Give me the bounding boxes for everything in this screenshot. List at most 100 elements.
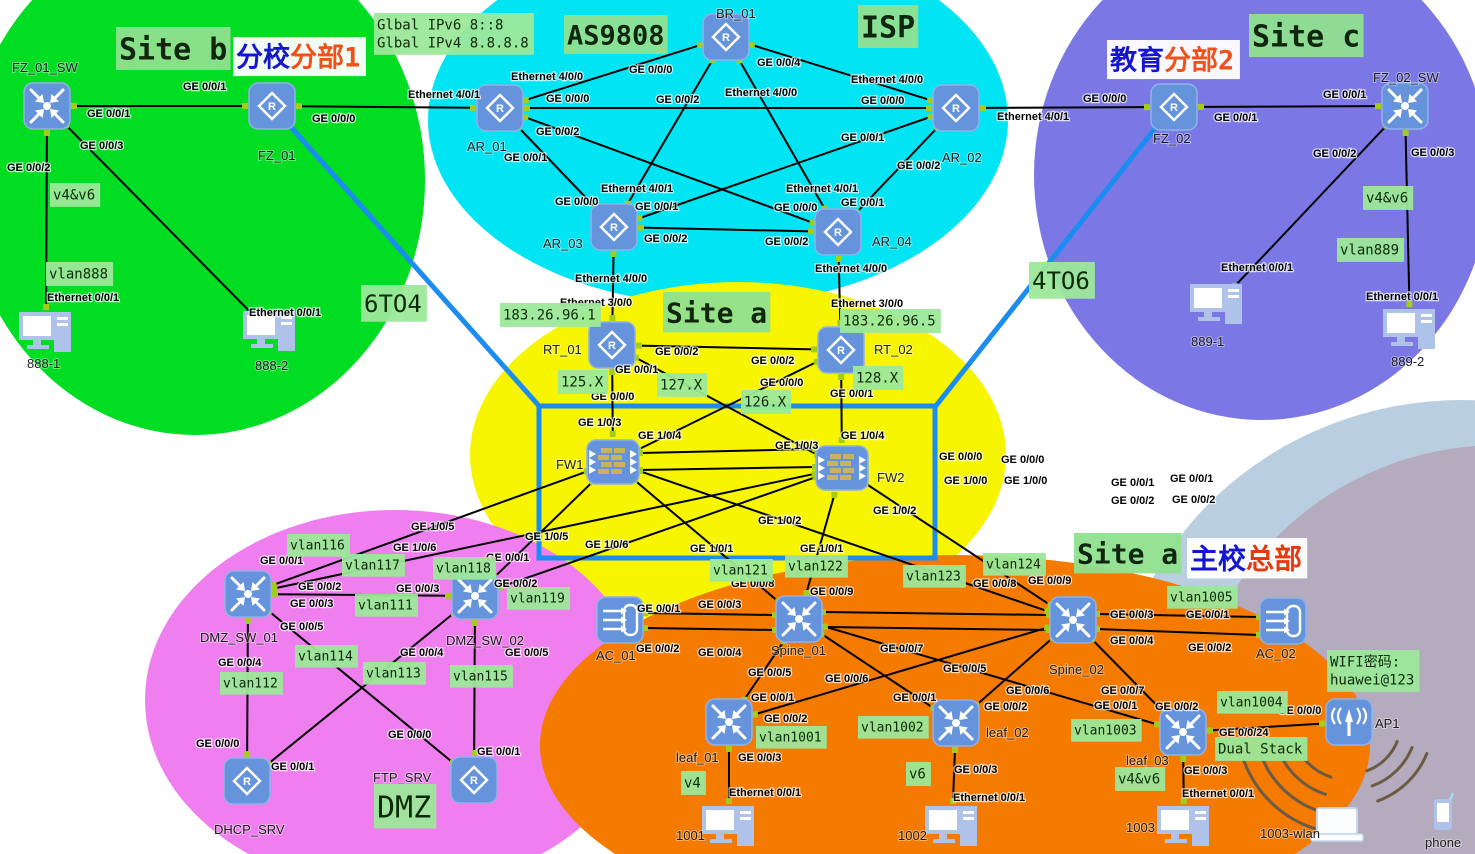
node-br01[interactable]: R — [702, 13, 750, 61]
port-label: Ethernet 4/0/0 — [725, 87, 797, 99]
node-spine02[interactable] — [1049, 596, 1097, 644]
port-dot — [726, 746, 732, 752]
green-label: 125.X — [561, 375, 604, 391]
green-label-bg — [741, 390, 792, 414]
green-label: WIFI密码:huawei@123 — [1330, 654, 1414, 689]
port-label: GE 0/0/0 — [760, 377, 803, 389]
port-label: GE 0/0/6 — [1006, 685, 1049, 697]
node-label-dmzsw1: DMZ_SW_01 — [200, 630, 278, 645]
port-dot — [811, 470, 818, 477]
port-label: Ethernet 0/0/1 — [1221, 262, 1293, 274]
node-fz01[interactable]: R — [248, 82, 296, 130]
green-label-bg — [500, 303, 601, 327]
wifi-signal-arc — [1370, 745, 1414, 788]
port-label: GE 0/0/4 — [698, 647, 742, 659]
port-label: GE 0/0/1 — [260, 555, 303, 567]
port-dot — [609, 431, 616, 438]
green-label-bg — [287, 534, 350, 557]
node-leaf03[interactable] — [1159, 708, 1207, 756]
node-ap1[interactable] — [1325, 698, 1373, 746]
node-fw1[interactable] — [586, 439, 640, 485]
node-rt01[interactable]: R — [588, 321, 636, 369]
port-dot — [812, 464, 818, 470]
port-label: GE 0/0/1 — [615, 364, 658, 376]
port-dot — [471, 750, 478, 757]
port-dot — [803, 590, 810, 597]
node-label-dhcp: DHCP_SRV — [214, 822, 285, 837]
port-label: GE 1/0/3 — [578, 417, 621, 429]
node-leaf01[interactable] — [705, 698, 753, 746]
node-ar03[interactable]: R — [590, 203, 638, 251]
node-dmzsw1[interactable] — [224, 570, 272, 618]
node-rt02[interactable]: R — [817, 326, 865, 374]
region-title: Site b — [119, 33, 227, 68]
port-label: GE 0/0/5 — [280, 621, 323, 633]
node-fz02[interactable]: R — [1150, 83, 1198, 131]
green-label-bg — [363, 662, 426, 685]
link-fw1-dmzsw2 — [493, 480, 594, 578]
node-pc8881[interactable] — [19, 312, 71, 352]
green-label: vlan112 — [223, 677, 278, 692]
node-ar02[interactable]: R — [932, 84, 980, 132]
node-ac02[interactable] — [1259, 597, 1307, 645]
node-ar04[interactable]: R — [814, 208, 862, 256]
node-pc1001[interactable] — [702, 806, 754, 846]
node-phone[interactable] — [1434, 792, 1455, 830]
port-dot — [609, 315, 616, 322]
green-label-bg — [220, 672, 283, 695]
node-ftp[interactable]: R — [450, 756, 498, 804]
port-label: GE 0/0/0 — [774, 202, 817, 214]
port-label: Ethernet 0/0/1 — [249, 307, 321, 319]
node-pc1003[interactable] — [1157, 806, 1209, 846]
port-label: GE 0/0/1 — [635, 201, 678, 213]
node-ac01[interactable] — [596, 596, 644, 644]
node-fz02sw[interactable] — [1381, 82, 1429, 130]
port-label: GE 0/0/3 — [1184, 765, 1227, 777]
link-spine01-leaf02 — [820, 633, 935, 709]
port-label: GE 0/0/2 — [1111, 495, 1154, 507]
port-dot — [751, 711, 758, 718]
node-label-fw1: FW1 — [556, 457, 583, 472]
port-label: GE 0/0/2 — [765, 236, 808, 248]
link-pair-43 — [822, 626, 1050, 631]
link-fz02sw-pc8891 — [1234, 124, 1388, 287]
port-label: GE 0/0/2 — [1172, 494, 1215, 506]
node-leaf02[interactable] — [932, 699, 980, 747]
node-spine01[interactable] — [775, 595, 823, 643]
green-label-bg — [1029, 262, 1095, 299]
port-dot — [1046, 612, 1052, 618]
node-wlan1003[interactable] — [1310, 807, 1364, 842]
link-dmzsw1-ftp — [268, 610, 454, 764]
port-label: GE 1/0/0 — [944, 475, 987, 487]
green-label: vlan1002 — [861, 721, 924, 736]
link-br01-ar02 — [751, 44, 931, 101]
port-dot — [821, 623, 828, 630]
node-dmzsw2[interactable] — [451, 572, 499, 620]
wifi-signal-arc — [1242, 758, 1316, 831]
node-pc8892[interactable] — [1383, 309, 1435, 349]
node-pc1002[interactable] — [925, 806, 977, 846]
green-label-bg — [858, 716, 929, 739]
link-ar01-ar04 — [525, 116, 813, 224]
node-dhcp[interactable]: R — [223, 757, 271, 805]
node-label-pc1003: 1003 — [1126, 820, 1155, 835]
green-label: vlan1004 — [1220, 696, 1283, 711]
port-label: GE 0/0/3 — [1411, 147, 1454, 159]
node-fw2[interactable] — [815, 445, 869, 491]
node-pc8891[interactable] — [1190, 284, 1242, 324]
node-ar01[interactable]: R — [476, 84, 524, 132]
link-spine02-leaf03 — [1091, 638, 1165, 714]
port-dot — [979, 104, 986, 111]
port-label: GE 0/0/3 — [954, 764, 997, 776]
port-dot — [632, 354, 639, 361]
region-title: 分校分部1 — [236, 42, 360, 74]
node-pc8882[interactable] — [243, 311, 295, 351]
node-fz01sw[interactable] — [23, 82, 71, 130]
port-label: GE 0/0/3 — [396, 583, 439, 595]
port-dot — [838, 373, 845, 380]
green-label-bg — [710, 559, 773, 582]
green-label-bg — [361, 285, 427, 322]
region-title: AS9808 — [567, 21, 665, 52]
green-label-bg — [1363, 186, 1414, 210]
link-ar02-ar04 — [855, 126, 939, 214]
